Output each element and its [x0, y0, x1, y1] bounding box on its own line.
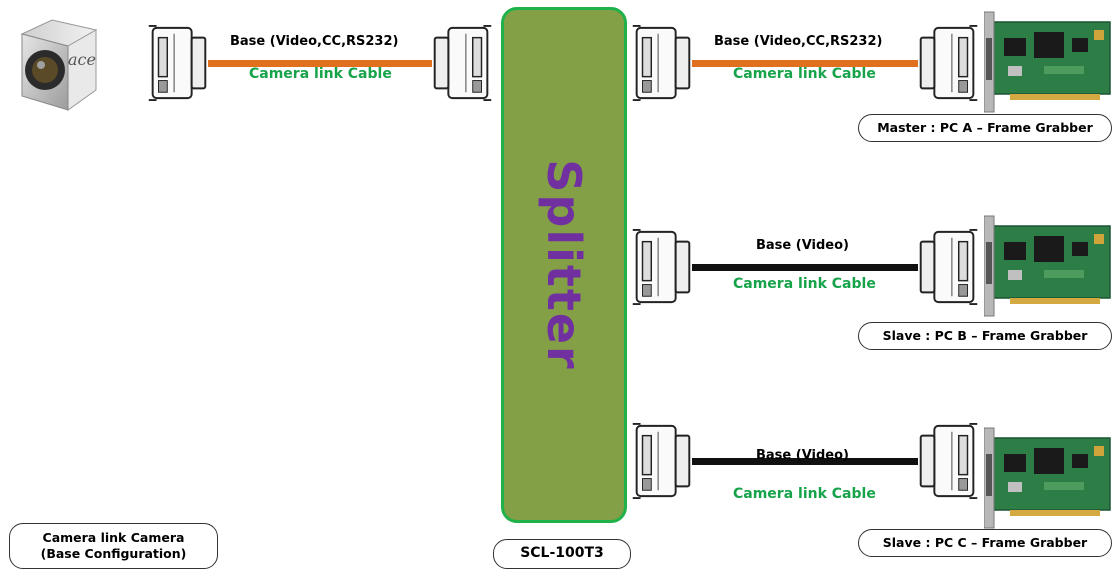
splitter-output-connector-2: [630, 228, 694, 306]
output-cable-bottom-label-1: Camera link Cable: [733, 66, 876, 82]
grabber-label-slave-pc-c: Slave : PC C – Frame Grabber: [858, 529, 1112, 557]
splitter-input-connector: [430, 24, 494, 102]
output-cable-top-label-1: Base (Video,CC,RS232): [714, 34, 883, 49]
splitter-output-connector-3: [630, 422, 694, 500]
camera-connector: [146, 24, 210, 102]
output-cable-line-3: [692, 458, 918, 465]
camera-brand-text: ace: [68, 50, 96, 69]
grabber-connector-2: [916, 228, 980, 306]
grabber-connector-1: [916, 24, 980, 102]
camera-caption: Camera link Camera (Base Configuration): [9, 523, 218, 569]
camera-caption-line2: (Base Configuration): [40, 546, 187, 561]
output-cable-bottom-label-2: Camera link Cable: [733, 276, 876, 292]
splitter-output-connector-1: [630, 24, 694, 102]
output-cable-bottom-label-3: Camera link Cable: [733, 486, 876, 502]
camera-caption-line1: Camera link Camera: [42, 530, 185, 546]
grabber-label-slave-pc-b: Slave : PC B – Frame Grabber: [858, 322, 1112, 350]
grabber-connector-3: [916, 422, 980, 500]
frame-grabber-board-1: [984, 8, 1114, 118]
camera-cable-line: [208, 60, 432, 67]
output-cable-line-2: [692, 264, 918, 271]
splitter-box: [501, 7, 627, 523]
grabber-label-master-pc-a: Master : PC A – Frame Grabber: [858, 114, 1112, 142]
splitter-model-caption: SCL-100T3: [493, 539, 631, 569]
output-cable-top-label-2: Base (Video): [756, 238, 849, 253]
camera-cable-top-label: Base (Video,CC,RS232): [230, 34, 399, 49]
output-cable-line-1: [692, 60, 918, 67]
frame-grabber-board-3: [984, 424, 1114, 534]
frame-grabber-board-2: [984, 212, 1114, 322]
camera-cable-bottom-label: Camera link Cable: [249, 66, 392, 82]
output-cable-top-label-3: Base (Video): [756, 448, 849, 463]
camera-image: ace: [8, 16, 98, 114]
splitter-label: Splitter: [537, 159, 591, 371]
